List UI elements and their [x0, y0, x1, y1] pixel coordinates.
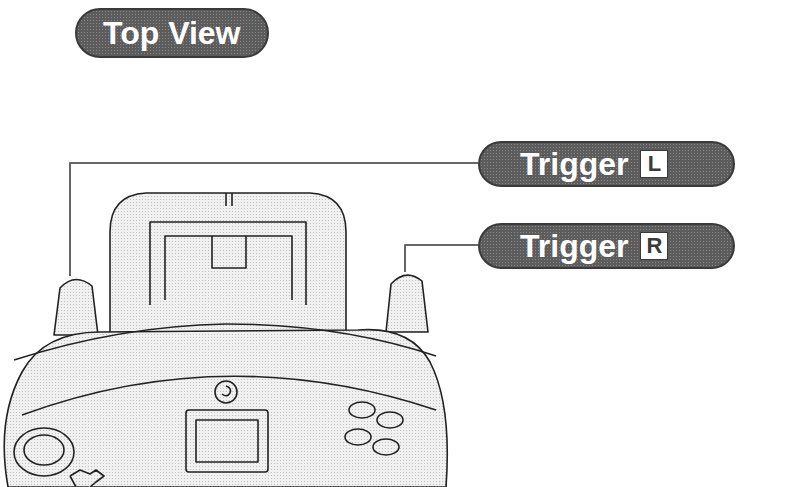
slot-frame: [150, 222, 306, 305]
leader-line: [405, 245, 478, 272]
logo-swirl: [222, 386, 231, 396]
heading-text: Top View: [103, 15, 241, 52]
slot-inner: [165, 236, 292, 300]
face-button: [345, 429, 371, 445]
body-edge: [14, 324, 436, 360]
logo: [215, 381, 237, 403]
face-button: [377, 412, 403, 428]
trigger-text: Trigger: [520, 228, 628, 265]
trigger-label: Trigger L: [478, 141, 735, 187]
face-button: [349, 402, 375, 418]
notch: [226, 193, 232, 206]
face-button: [373, 439, 399, 455]
left-trigger: [54, 279, 98, 335]
vmu-window: [186, 410, 268, 472]
controller-body: [4, 330, 447, 487]
vmu-housing: [110, 193, 346, 350]
button-letter: L: [640, 150, 668, 178]
analog-cap: [24, 435, 64, 465]
view-heading: Top View: [75, 8, 269, 58]
d-pad: [70, 470, 104, 487]
right-trigger: [386, 275, 428, 332]
analog-stick: [14, 428, 74, 476]
slot-latch: [212, 236, 246, 268]
vmu-screen: [196, 420, 258, 462]
button-letter: R: [640, 232, 668, 260]
trigger-label: Trigger R: [478, 223, 735, 269]
trigger-text: Trigger: [520, 146, 628, 183]
